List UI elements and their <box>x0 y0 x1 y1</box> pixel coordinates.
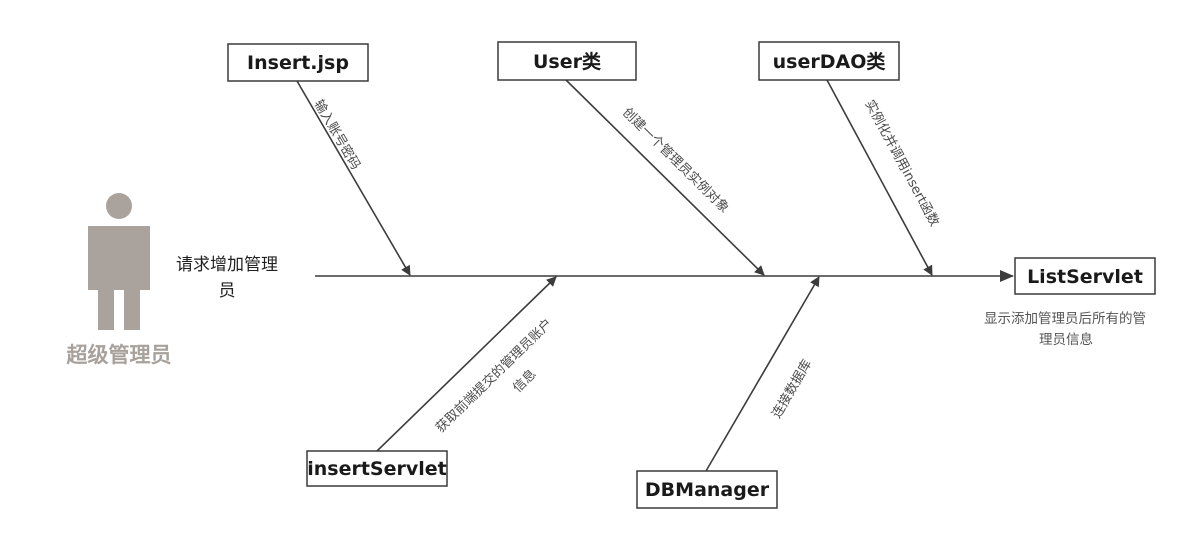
request-label-line1: 请求增加管理 <box>176 255 278 275</box>
edge-db-manager <box>705 276 820 472</box>
node-user-dao-label: userDAO类 <box>773 50 886 73</box>
result-desc-line2: 理员信息 <box>1039 331 1093 348</box>
edge-label-insert-servlet-2: 信息 <box>510 366 540 396</box>
node-insert-servlet: insertServlet <box>306 450 448 487</box>
edge-user-class <box>565 79 765 276</box>
edge-label-insert-jsp: 输入账号密码 <box>311 97 364 172</box>
edge-label-user-dao: 实例化并调用insert函数 <box>861 98 941 229</box>
result-desc-line1: 显示添加管理员后所有的管 <box>984 311 1146 327</box>
node-user-dao: userDAO类 <box>758 41 900 81</box>
node-list-servlet: ListServlet <box>1014 257 1156 295</box>
node-user-class-label: User类 <box>533 50 601 73</box>
actor-name: 超级管理员 <box>67 343 172 367</box>
edge-user-dao <box>826 79 933 276</box>
node-user-class: User类 <box>497 41 637 81</box>
edge-insert-servlet <box>376 276 557 452</box>
node-insert-jsp-label: Insert.jsp <box>247 52 349 74</box>
edge-label-db-manager: 连接数据库 <box>769 357 816 421</box>
request-label-line2: 员 <box>219 281 236 301</box>
node-insert-servlet-label: insertServlet <box>307 458 447 480</box>
node-list-servlet-label: ListServlet <box>1027 266 1143 288</box>
node-db-manager: DBManager <box>636 470 778 509</box>
person-icon <box>88 193 150 330</box>
node-insert-jsp: Insert.jsp <box>227 43 369 82</box>
edge-insert-jsp <box>296 80 411 276</box>
node-db-manager-label: DBManager <box>645 479 770 501</box>
edge-label-user-class: 创建一个管理员实例对象 <box>619 105 731 216</box>
